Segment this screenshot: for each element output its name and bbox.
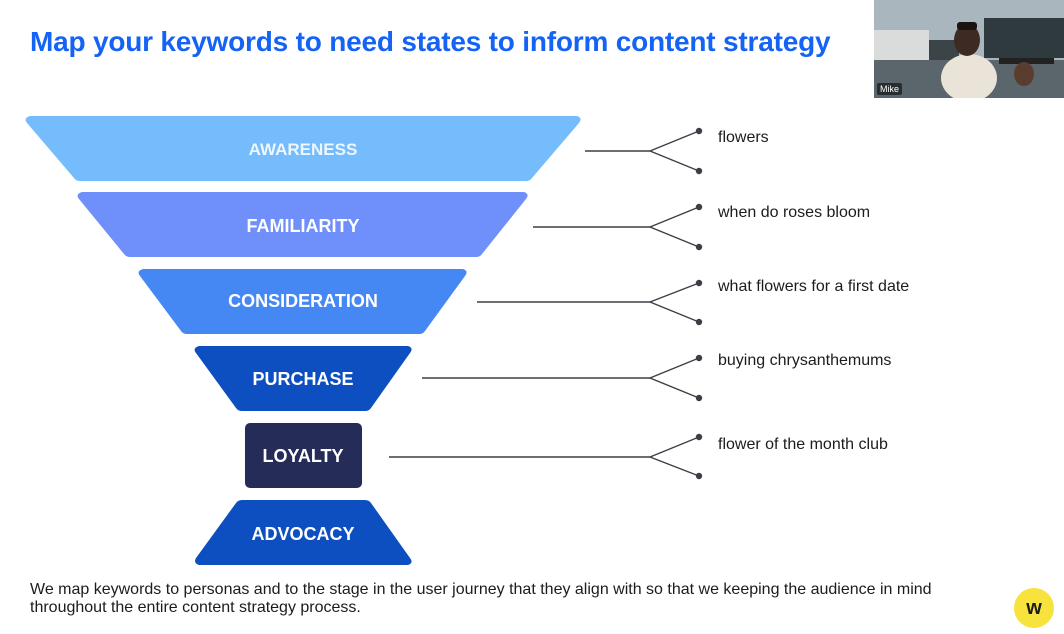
brand-logo-icon[interactable]: w [1014,588,1054,628]
stage-familiarity: FAMILIARITY [77,192,528,257]
connector-dot [695,203,703,211]
connector-loyalty [389,436,700,477]
slide-caption: We map keywords to personas and to the s… [30,581,932,616]
stage-label-familiarity: FAMILIARITY [247,216,360,236]
keyword-familiarity: when do roses bloom [718,204,871,221]
stage-awareness: AWARENESS [25,116,581,181]
connector-dot [695,354,703,362]
stage-consideration: CONSIDERATION [138,269,467,334]
connector-dot [695,433,703,441]
keyword-consideration: what flowers for a first date [718,278,910,295]
stage-label-loyalty: LOYALTY [262,446,343,466]
connector-dots [695,127,703,480]
stage-advocacy: ADVOCACY [195,500,412,565]
connector-familiarity [533,206,700,248]
stage-label-purchase: PURCHASE [252,369,353,389]
keyword-loyalty: flower of the month club [718,436,888,453]
connector-dot [695,243,703,251]
slide-title: Map your keywords to need states to info… [30,26,831,57]
keyword-awareness: flowers [718,129,769,146]
connector-dot [695,318,703,326]
stage-purchase: PURCHASE [194,346,412,411]
connector-dot [695,394,703,402]
connector-dot [695,472,703,480]
stage-label-advocacy: ADVOCACY [251,524,354,544]
connector-consideration [477,282,700,323]
stage-label-consideration: CONSIDERATION [228,291,378,311]
stage-loyalty: LOYALTY [245,423,362,488]
connector-dot [695,279,703,287]
connector-purchase [422,357,700,399]
connector-dot [695,167,703,175]
video-feed-image [874,0,1064,98]
brand-logo-letter: w [1026,596,1042,619]
participant-name: Mike [877,83,903,95]
connector-dot [695,127,703,135]
keyword-purchase: buying chrysanthemums [718,352,892,369]
video-thumbnail[interactable]: Mike [874,0,1064,98]
stage-label-awareness: AWARENESS [249,140,358,159]
connector-awareness [585,130,700,172]
